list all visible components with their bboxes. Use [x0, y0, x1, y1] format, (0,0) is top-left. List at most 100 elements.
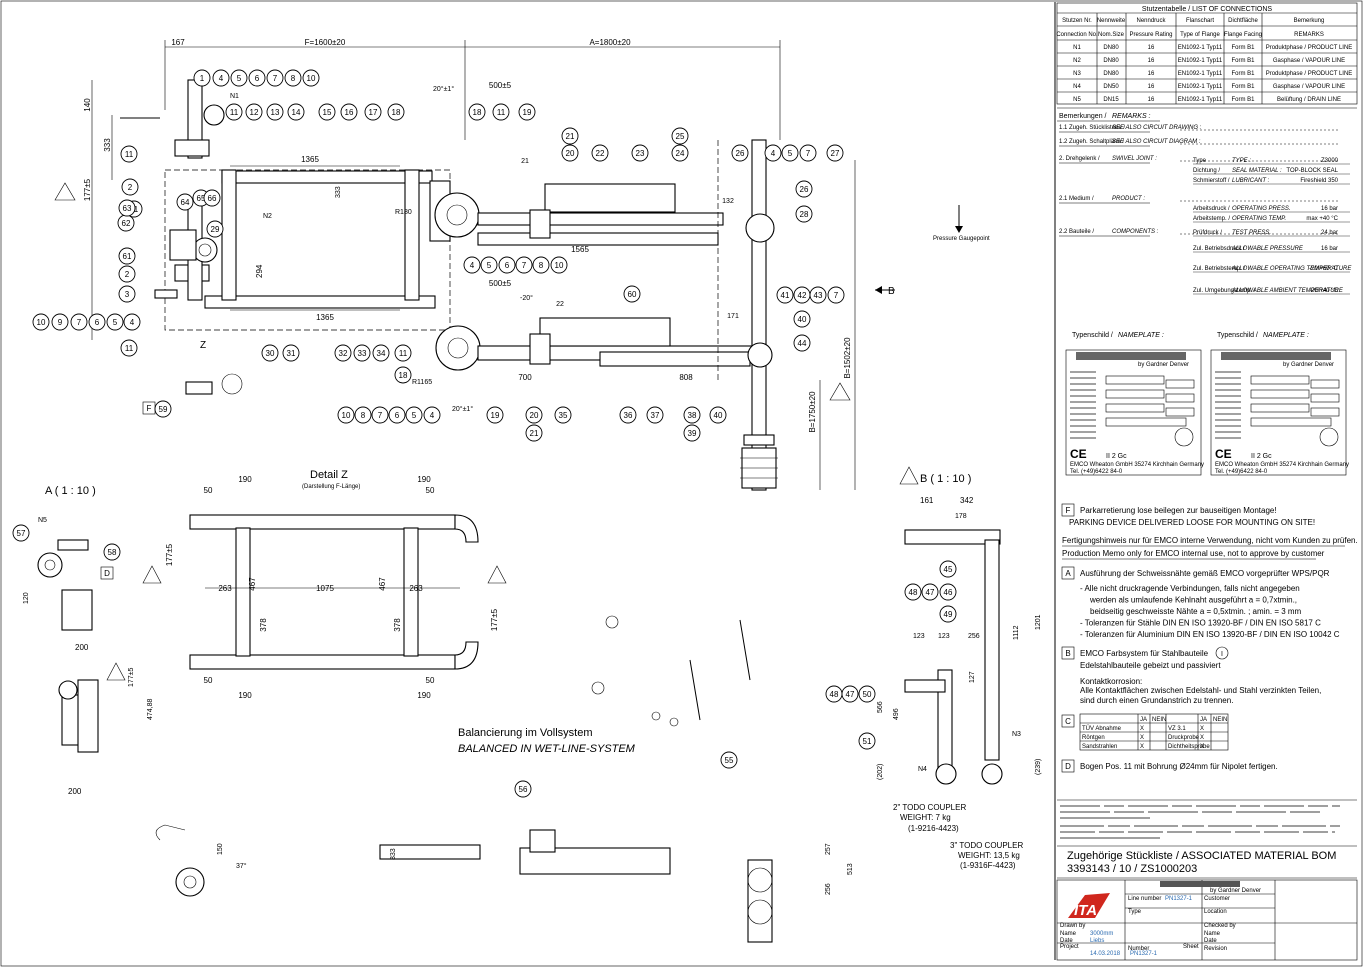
item-bubble-label: 38: [688, 411, 697, 420]
paint-system-symbol: [1215, 646, 1229, 660]
dim-140: 140: [83, 98, 92, 112]
item-bubble-label: 11: [230, 108, 239, 117]
item-bubble-label: 65: [197, 194, 206, 203]
item-bubble: 9: [51, 313, 69, 331]
table-cell: N1: [1073, 45, 1081, 51]
item-bubble: 10: [337, 406, 355, 424]
item-bubble-label: 45: [944, 565, 953, 574]
item-bubble: 15: [318, 103, 336, 121]
item-bubble: 33: [353, 344, 371, 362]
view-z-label: Z: [200, 340, 206, 351]
ex-marking: II 2 Gc: [1251, 453, 1272, 460]
c-table-header: NEIN: [1213, 717, 1227, 723]
dim-333b: 333: [335, 186, 342, 198]
item-bubble-label: 61: [123, 252, 132, 261]
remark-value: SEE ALSO CIRCUIT DIAGRAM :: [1112, 139, 1201, 145]
ex-marking: II 2 Gc: [1106, 453, 1127, 460]
table-cell: Form B1: [1231, 45, 1255, 51]
item-bubble-label: 3: [125, 290, 130, 299]
note-b-korr: Kontaktkorrosion:: [1080, 677, 1142, 686]
param-label-en: OPERATING PRESS.: [1232, 206, 1291, 212]
item-bubble: 56: [514, 780, 532, 798]
note-d-label: D: [1065, 762, 1071, 771]
remark-value: PRODUCT :: [1112, 196, 1145, 202]
dim-1365-top: 1365: [301, 155, 319, 164]
disclaimer: [1057, 799, 1357, 847]
note-b-label: B: [1065, 649, 1070, 658]
table-cell: N2: [1073, 58, 1081, 64]
dim-127: 127: [969, 671, 976, 683]
item-bubble-label: 42: [798, 291, 807, 300]
dim-177-detail-right: 177±5: [490, 608, 499, 631]
dim-256-bottom: 256: [825, 883, 832, 895]
item-bubble-label: 19: [491, 411, 500, 420]
ita-logo-text: ITA: [1074, 902, 1097, 919]
item-bubble: 21: [525, 424, 543, 442]
title-block: by Gardner Denver ITA Line numberTypeDra…: [1056, 879, 1358, 961]
item-bubble: 48: [825, 685, 843, 703]
coupler3-line1: 3" TODO COUPLER: [950, 841, 1023, 850]
dim-467-a: 467: [248, 577, 257, 591]
connections-title: Stutzentabelle / LIST OF CONNECTIONS: [1142, 6, 1273, 13]
param-label: Type: [1193, 158, 1207, 164]
item-bubble-label: 55: [725, 756, 734, 765]
item-bubble-label: 6: [505, 261, 510, 270]
param-label-en: SEAL MATERIAL :: [1232, 168, 1282, 174]
dim-263-right: 263: [409, 584, 423, 593]
c-table-header: NEIN: [1152, 717, 1166, 723]
table-cell: Form B1: [1231, 84, 1255, 90]
item-bubble: 5: [106, 313, 124, 331]
item-bubble: 16: [340, 103, 358, 121]
dim-123-b: 123: [938, 633, 950, 640]
c-table-cell: Dichtheitsprobe: [1168, 744, 1210, 750]
nameplate-title-1: Typenschild /: [1072, 332, 1113, 339]
remark-label: 1.2 Zugeh. Schaltpläne /: [1059, 139, 1124, 145]
item-bubble-label: 30: [266, 349, 275, 358]
dim-190-d: 190: [417, 691, 431, 700]
item-bubble-label: 11: [497, 108, 506, 117]
remark-label: 2.2 Bauteile /: [1059, 229, 1094, 235]
dim-150: 150: [217, 843, 224, 855]
item-bubble: 8: [284, 69, 302, 87]
item-bubble: 5: [230, 69, 248, 87]
item-bubble-label: 10: [37, 318, 46, 327]
item-bubble-label: 10: [555, 261, 564, 270]
item-bubble: 35: [554, 406, 572, 424]
item-bubble-label: 5: [113, 318, 118, 327]
item-bubble-label: 20: [530, 411, 539, 420]
note-a-item: - Alle nicht druckragende Verbindungen, …: [1080, 584, 1300, 593]
title-field-value: 3000mm: [1090, 931, 1113, 937]
c-table-cell: TÜV Abnahme: [1082, 725, 1122, 732]
item-bubble: 37: [646, 406, 664, 424]
remark-value: SWIVEL JOINT :: [1112, 156, 1157, 162]
dim-a: A=1800±20: [589, 38, 631, 47]
table-cell: DN80: [1103, 58, 1119, 64]
item-bubble-label: 4: [430, 411, 435, 420]
item-bubble-label: 9: [58, 318, 63, 327]
table-cell: Gasphase / VAPOUR LINE: [1273, 84, 1345, 90]
item-bubble: 48: [904, 583, 922, 601]
dim-r1165: R1165: [412, 379, 432, 386]
dim-r180: R180: [395, 209, 412, 216]
dim-22: 22: [556, 301, 564, 308]
detail-z-title: Detail Z: [310, 469, 348, 481]
dim-50-b: 50: [426, 486, 435, 495]
item-bubble-label: 7: [806, 149, 811, 158]
item-bubble-label: 6: [255, 74, 260, 83]
item-bubble-label: 17: [369, 108, 378, 117]
item-bubble: 40: [793, 310, 811, 328]
item-bubble-label: 26: [800, 185, 809, 194]
item-bubble: 2: [118, 265, 136, 283]
item-bubble-label: 51: [863, 737, 872, 746]
item-bubble-label: 48: [909, 588, 918, 597]
param-label-en: ALLOWABLE PRESSURE: [1231, 246, 1304, 252]
table-header-en: Type of Flange: [1180, 32, 1220, 38]
note-a-item: werden als umlaufende Kehlnaht ausgeführ…: [1089, 596, 1297, 605]
remark-value: SEE ALSO CIRCUIT DRAWING :: [1112, 125, 1202, 131]
item-bubble-label: 10: [342, 411, 351, 420]
table-cell: DN15: [1103, 97, 1119, 103]
dim-200-b: 200: [68, 787, 82, 796]
item-bubble: 47: [921, 583, 939, 601]
ita-logo: ITA: [1068, 893, 1110, 919]
